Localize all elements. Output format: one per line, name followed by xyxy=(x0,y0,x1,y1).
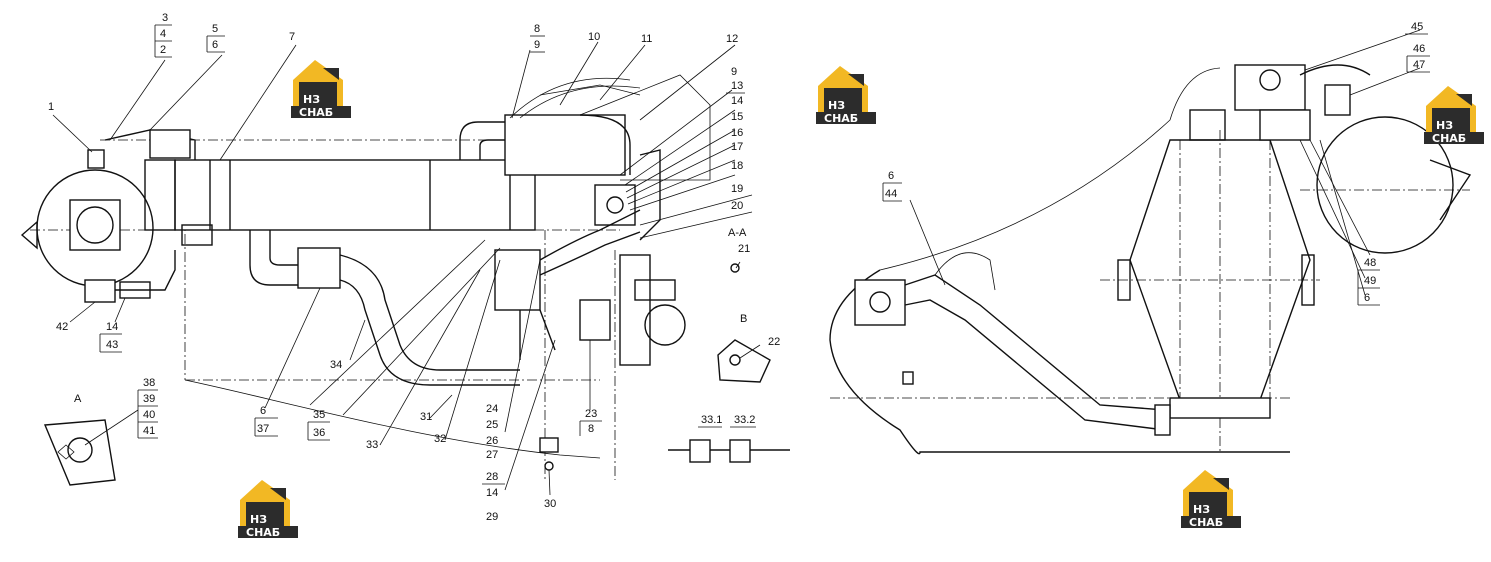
callout-14-bottom: 14 xyxy=(486,487,498,499)
callout-25: 25 xyxy=(486,419,498,431)
callout-46: 46 xyxy=(1413,43,1425,55)
callout-7: 7 xyxy=(289,31,295,43)
section-label-b: B xyxy=(740,313,747,325)
callout-36: 36 xyxy=(313,427,325,439)
callout-33: 33 xyxy=(366,439,378,451)
callout-13: 13 xyxy=(731,80,743,92)
callout-21: 21 xyxy=(738,243,750,255)
callout-1: 1 xyxy=(48,101,54,113)
callout-37: 37 xyxy=(257,423,269,435)
callout-9-right: 9 xyxy=(731,66,737,78)
callout-11: 11 xyxy=(641,33,652,45)
callout-29: 29 xyxy=(486,511,498,523)
callout-19: 19 xyxy=(731,183,743,195)
callout-24: 24 xyxy=(486,403,498,415)
callout-14: 14 xyxy=(731,95,743,107)
callout-22: 22 xyxy=(768,336,780,348)
callout-17: 17 xyxy=(731,141,743,153)
callout-18: 18 xyxy=(731,160,743,172)
callout-6-lower: 6 xyxy=(260,405,266,417)
logo-watermark-3: НЗ СНАБ xyxy=(1424,86,1484,145)
main-view-left xyxy=(20,74,790,486)
callout-40: 40 xyxy=(143,409,155,421)
callout-6-right-lower: 6 xyxy=(1364,292,1370,304)
section-label-aa: A-A xyxy=(728,227,747,239)
logo-watermark-2: НЗ СНАБ xyxy=(816,66,876,125)
callout-49: 49 xyxy=(1364,275,1376,287)
callout-15: 15 xyxy=(731,111,743,123)
side-view-right xyxy=(829,64,1472,455)
callout-34: 34 xyxy=(330,359,342,371)
callout-4: 4 xyxy=(160,28,166,40)
logo-word-text: СНАБ xyxy=(1189,516,1223,529)
callout-8: 8 xyxy=(534,23,540,35)
callout-45: 45 xyxy=(1411,21,1423,33)
leader-lines xyxy=(52,29,1421,496)
logo-mark-text: НЗ xyxy=(250,513,267,526)
callout-9: 9 xyxy=(534,39,540,51)
callout-27: 27 xyxy=(486,449,498,461)
logo-word-text: СНАБ xyxy=(1432,132,1466,145)
callout-6: 6 xyxy=(212,39,218,51)
callout-14-left: 14 xyxy=(106,321,118,333)
callout-2: 2 xyxy=(160,44,166,56)
callout-43: 43 xyxy=(106,339,118,351)
callout-28: 28 xyxy=(486,471,498,483)
callout-39: 39 xyxy=(143,393,155,405)
logo-mark-text: НЗ xyxy=(828,99,845,112)
callout-23: 23 xyxy=(585,408,597,420)
logo-watermark-4: НЗ СНАБ xyxy=(238,480,298,539)
callout-12: 12 xyxy=(726,33,738,45)
callout-6-right: 6 xyxy=(888,170,894,182)
callout-38: 38 xyxy=(143,377,155,389)
callout-33-1: 33.1 xyxy=(701,414,722,426)
callout-labels: 3 4 2 5 6 7 1 8 9 10 11 12 9 13 14 15 16… xyxy=(48,12,1430,523)
callout-30: 30 xyxy=(544,498,556,510)
logo-word-text: СНАБ xyxy=(246,526,280,539)
callout-20: 20 xyxy=(731,200,743,212)
section-label-a: A xyxy=(74,393,82,405)
callout-42: 42 xyxy=(56,321,68,333)
callout-5: 5 xyxy=(212,23,218,35)
callout-31: 31 xyxy=(420,411,432,423)
logo-word-text: СНАБ xyxy=(824,112,858,125)
callout-47: 47 xyxy=(1413,59,1425,71)
callout-32: 32 xyxy=(434,433,446,445)
callout-44: 44 xyxy=(885,188,897,200)
callout-10: 10 xyxy=(588,31,600,43)
callout-48: 48 xyxy=(1364,257,1376,269)
callout-16: 16 xyxy=(731,127,743,139)
callout-26: 26 xyxy=(486,435,498,447)
callout-33-2: 33.2 xyxy=(734,414,755,426)
logo-word-text: СНАБ xyxy=(299,106,333,119)
callout-8-lower: 8 xyxy=(588,423,594,435)
logo-mark-text: НЗ xyxy=(303,93,320,106)
callout-3: 3 xyxy=(162,12,168,24)
logo-watermark-5: НЗ СНАБ xyxy=(1181,470,1241,529)
callout-35: 35 xyxy=(313,409,325,421)
logo-mark-text: НЗ xyxy=(1193,503,1210,516)
callout-41: 41 xyxy=(143,425,155,437)
logo-mark-text: НЗ xyxy=(1436,119,1453,132)
logo-watermark-1: НЗ СНАБ xyxy=(291,60,351,119)
